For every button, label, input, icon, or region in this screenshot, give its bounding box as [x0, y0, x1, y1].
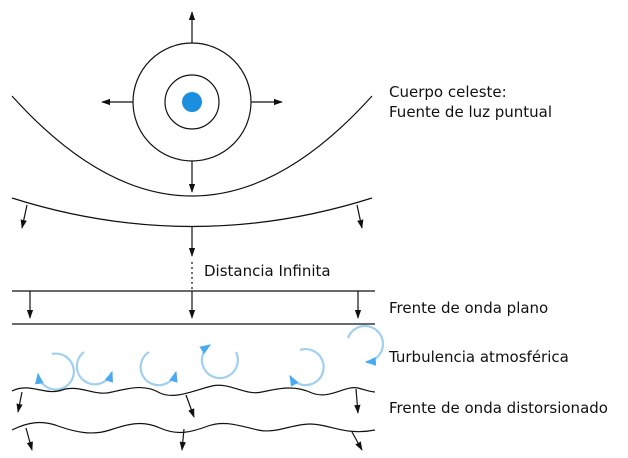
distorted-wavefront-1 [11, 384, 376, 418]
celestial-body [101, 11, 283, 193]
arrow [179, 428, 186, 451]
arrow [25, 427, 33, 451]
plane-wavefront [12, 290, 375, 319]
arrow [16, 391, 23, 413]
distorted-wavefront-line [11, 384, 376, 397]
inner-wavefront-circle [164, 74, 220, 130]
arrow [351, 431, 363, 451]
arrow [20, 204, 28, 229]
curved-wavefront-line [11, 197, 373, 228]
eddy-clockwise-icon [34, 352, 75, 391]
turbulence-eddies [34, 324, 385, 391]
distance-label: Distancia Infinita [204, 262, 331, 280]
eddy-clockwise-icon [199, 344, 239, 380]
arrow [356, 204, 364, 229]
light-source-dot [182, 92, 202, 112]
source-label-line2: Fuente de luz puntual [389, 103, 553, 121]
arrow [354, 388, 361, 414]
source-label-line1: Cuerpo celeste: [389, 83, 507, 101]
distorted-wavefront-line [11, 421, 376, 434]
arrow [185, 394, 195, 418]
distorted-wavefront-2 [11, 421, 376, 451]
eddy-counterclockwise-icon [346, 324, 385, 366]
eddy-counterclockwise-icon [75, 351, 114, 386]
turbulence-label: Turbulencia atmosférica [389, 348, 569, 366]
spherical-wavefront-large [11, 95, 373, 197]
eddy-counterclockwise-icon [139, 351, 178, 387]
curved-wavefront [11, 197, 373, 257]
plane-wavefront-label: Frente de onda plano [389, 299, 549, 317]
distorted-wavefront-label: Frente de onda distorsionado [389, 399, 608, 417]
eddy-clockwise-icon [289, 348, 325, 387]
